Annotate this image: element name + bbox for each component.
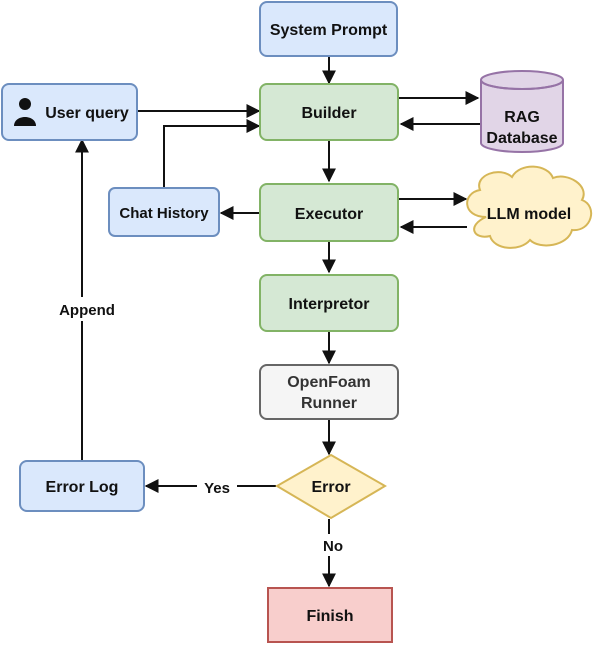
- yes-label-bg: [197, 476, 237, 498]
- rag-label-line2: Database: [486, 130, 557, 147]
- error-label: Error: [311, 479, 350, 496]
- edge-label-no: No: [323, 538, 343, 555]
- node-error-log: Error Log: [19, 460, 145, 512]
- rag-label-line1: RAG: [504, 109, 540, 126]
- node-system-prompt: System Prompt: [259, 1, 398, 57]
- node-interpretor: Interpretor: [259, 274, 399, 332]
- user-query-label: User query: [45, 105, 129, 122]
- node-chat-history: Chat History: [108, 187, 220, 237]
- edge-chat-history-to-builder: [163, 119, 261, 188]
- executor-label: Executor: [295, 206, 363, 223]
- no-label-bg: [316, 534, 350, 556]
- user-icon: [14, 98, 36, 126]
- node-finish: Finish: [267, 587, 393, 643]
- node-executor: Executor: [259, 183, 399, 242]
- chat-history-label: Chat History: [119, 205, 209, 222]
- interpretor-label: Interpretor: [289, 296, 370, 313]
- node-error-decision: Error: [275, 453, 387, 520]
- node-builder: Builder: [259, 83, 399, 141]
- error-log-label: Error Log: [46, 479, 119, 496]
- runner-label-line2: Runner: [301, 395, 357, 412]
- system-prompt-label: System Prompt: [270, 22, 388, 39]
- finish-label: Finish: [306, 608, 353, 625]
- node-user-query: User query: [1, 83, 138, 141]
- node-openfoam-runner: OpenFoam Runner: [259, 364, 399, 420]
- append-label-bg: [50, 297, 124, 321]
- llm-model-label: LLM model: [487, 206, 571, 223]
- edge-label-append: Append: [59, 302, 115, 319]
- runner-label-line1: OpenFoam: [287, 374, 371, 391]
- edge-label-yes: Yes: [204, 480, 230, 497]
- builder-label: Builder: [301, 105, 356, 122]
- node-llm-model: LLM model: [466, 165, 593, 249]
- node-rag-database: RAG Database: [480, 70, 564, 153]
